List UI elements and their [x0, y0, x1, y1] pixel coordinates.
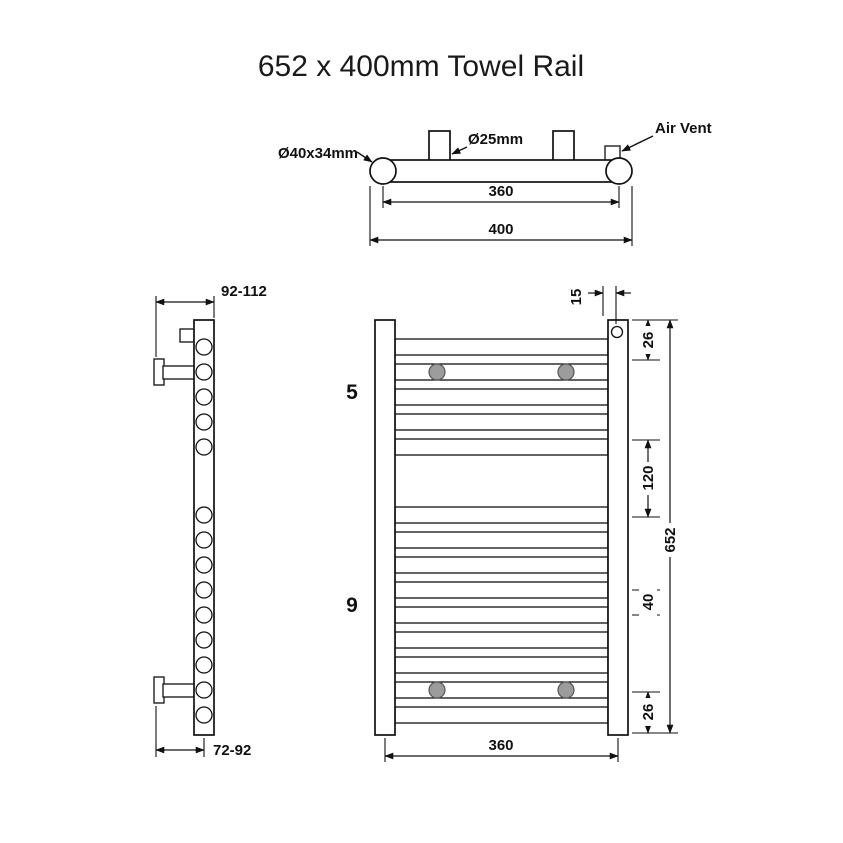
rung-end	[195, 363, 213, 381]
dim-40-value: 40	[640, 594, 657, 611]
front-air-vent	[610, 325, 624, 339]
plan-left-pipe	[428, 130, 451, 164]
rung	[394, 363, 609, 381]
top-view: Ø40x34mm Ø25mm Air Vent 360 400	[278, 120, 712, 246]
rung-end	[195, 556, 213, 574]
bracket-dot	[428, 681, 446, 699]
plan-right-end	[605, 157, 633, 185]
air-vent-leader	[621, 135, 654, 152]
rung	[394, 631, 609, 649]
bracket-dot	[428, 363, 446, 381]
rung-end	[195, 531, 213, 549]
side-view: 92-112 72-92	[153, 283, 267, 759]
plan-right-pipe	[552, 130, 575, 164]
dim-400-value: 400	[488, 221, 513, 238]
rung	[394, 556, 609, 574]
rung	[394, 706, 609, 724]
rung	[394, 413, 609, 431]
front-right-tube	[607, 319, 629, 736]
air-vent-label: Air Vent	[655, 120, 712, 137]
pipe-diameter-leader	[451, 146, 468, 155]
rung-end	[195, 606, 213, 624]
rung-end	[195, 438, 213, 456]
dim-40-bg	[639, 589, 657, 616]
dim-120-bg	[639, 462, 657, 495]
bottom-bracket-arm	[162, 683, 197, 698]
plan-left-end	[369, 157, 397, 185]
rung	[394, 506, 609, 524]
rung	[394, 438, 609, 456]
rung-end	[195, 681, 213, 699]
rung-end	[195, 656, 213, 674]
front-left-tube	[374, 319, 396, 736]
dim-26-top-value: 26	[640, 332, 657, 349]
dim-72-92-value: 72-92	[213, 742, 251, 759]
dim-360b-value: 360	[488, 737, 513, 754]
rung-end	[195, 338, 213, 356]
dim-26-bottom-value: 26	[640, 704, 657, 721]
pipe-diameter-label: Ø25mm	[468, 131, 523, 148]
rung	[394, 606, 609, 624]
page-title: 652 x 400mm Towel Rail	[258, 50, 584, 83]
dim-15-value: 15	[568, 289, 585, 306]
top-bracket-arm	[162, 365, 197, 380]
bracket-dot	[557, 363, 575, 381]
dim-120-value: 120	[640, 465, 657, 490]
dim-26-bottom-bg	[639, 698, 657, 726]
end-diameter-label: Ø40x34mm	[278, 145, 358, 162]
rung-end	[195, 506, 213, 524]
dim-26-top-bg	[639, 326, 657, 354]
rung-end	[195, 581, 213, 599]
upper-rail-count: 5	[346, 381, 358, 404]
plan-rail-bar	[382, 159, 620, 183]
dim-652-value: 652	[662, 527, 679, 552]
rung	[394, 681, 609, 699]
front-view: 5 9 15 26 120 40 26	[346, 286, 679, 762]
rung-end	[195, 631, 213, 649]
dim-92-112-value: 92-112	[221, 283, 267, 300]
end-diameter-leader	[356, 151, 373, 163]
lower-rail-count: 9	[346, 594, 358, 617]
rung-end	[195, 388, 213, 406]
side-air-vent	[179, 328, 196, 343]
rung	[394, 388, 609, 406]
bracket-dot	[557, 681, 575, 699]
rung	[394, 581, 609, 599]
rung	[394, 338, 609, 356]
dim-652-bg	[661, 523, 679, 557]
dim-360-value: 360	[488, 183, 513, 200]
rung-end	[195, 413, 213, 431]
rung	[394, 656, 609, 674]
rung-end	[195, 706, 213, 724]
rung	[394, 531, 609, 549]
